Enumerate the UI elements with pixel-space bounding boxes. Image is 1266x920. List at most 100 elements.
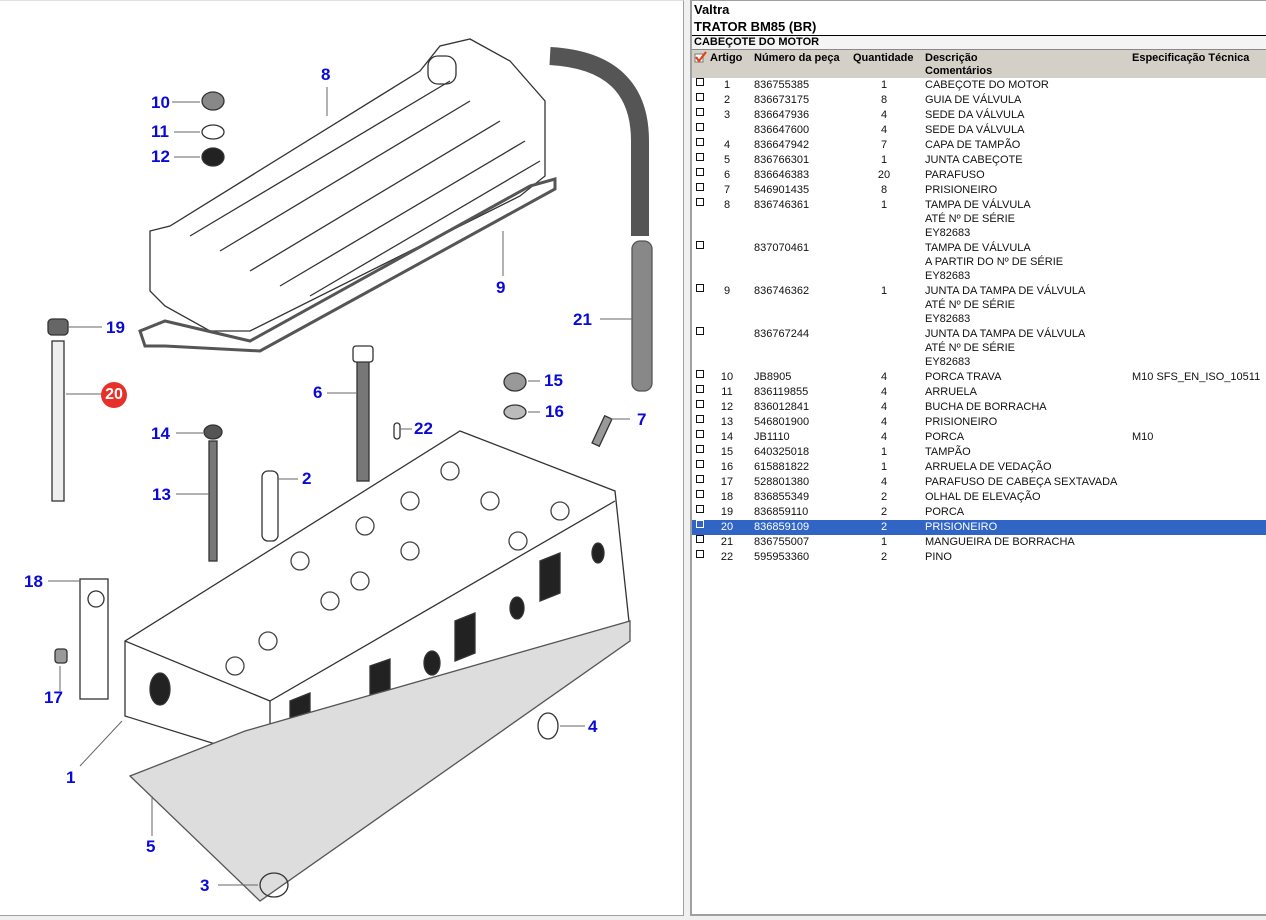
table-header: Artigo Número da peça Quantidade Descriç… [692,50,1266,78]
check-icon[interactable] [694,51,708,67]
callout-8[interactable]: 8 [321,65,331,84]
desc-line: EY82683 [925,227,971,239]
col-comentarios[interactable]: Comentários [925,65,993,77]
desc-line: TAMPA DE VÁLVULA [925,199,1031,211]
callout-3[interactable]: 3 [200,876,210,895]
callout-14[interactable]: 14 [151,424,170,443]
row-checkbox[interactable] [696,198,704,206]
desc-line: PRISIONEIRO [925,416,998,428]
desc-line: PRISIONEIRO [925,184,998,196]
row-checkbox[interactable] [696,123,704,131]
parts-list-panel: Valtra TRATOR BM85 (BR) CABEÇOTE DO MOTO… [690,0,1266,916]
row-checkbox[interactable] [696,490,704,498]
row-checkbox[interactable] [696,138,704,146]
row-checkbox[interactable] [696,168,704,176]
row-checkbox[interactable] [696,108,704,116]
callout-2[interactable]: 2 [302,469,312,488]
row-checkbox[interactable] [696,400,704,408]
cell-quantidade: 2 [880,521,888,533]
callout-22[interactable]: 22 [414,419,433,438]
callout-12[interactable]: 12 [151,147,170,166]
callout-21[interactable]: 21 [573,310,592,329]
row-checkbox[interactable] [696,385,704,393]
cell-artigo: 3 [723,109,731,121]
callout-19[interactable]: 19 [106,318,125,337]
callout-9[interactable]: 9 [496,278,506,297]
callout-18[interactable]: 18 [24,572,43,591]
callout-17[interactable]: 17 [44,688,63,707]
callout-20-selected[interactable]: 20 [101,382,127,408]
cell-numero: 546801900 [754,416,810,428]
row-checkbox[interactable] [696,460,704,468]
row-checkbox[interactable] [696,327,704,335]
callout-11[interactable]: 11 [151,122,169,141]
row-checkbox[interactable] [696,78,704,86]
row-checkbox[interactable] [696,415,704,423]
row-checkbox[interactable] [696,284,704,292]
callout-4[interactable]: 4 [588,717,598,736]
col-numero[interactable]: Número da peça [754,52,840,64]
row-checkbox[interactable] [696,535,704,543]
callout-15[interactable]: 15 [544,371,563,390]
row-checkbox[interactable] [696,183,704,191]
row-checkbox[interactable] [696,153,704,161]
row-checkbox[interactable] [696,550,704,558]
row-checkbox[interactable] [696,520,704,528]
col-descricao[interactable]: Descrição [925,52,978,64]
cell-descricao: SEDE DA VÁLVULA [925,123,1024,137]
desc-line: A PARTIR DO Nº DE SÉRIE [925,256,1064,268]
cell-numero: JB1110 [754,431,790,443]
callout-13[interactable]: 13 [152,485,171,504]
cell-artigo: 18 [720,491,734,503]
cell-quantidade: 4 [880,401,888,413]
callout-7[interactable]: 7 [637,410,647,429]
row-checkbox[interactable] [696,370,704,378]
col-especificacao[interactable]: Especificação Técnica [1132,52,1250,64]
callout-1[interactable]: 1 [66,768,76,787]
row-checkbox[interactable] [696,93,704,101]
row-checkbox[interactable] [696,445,704,453]
row-checkbox[interactable] [696,430,704,438]
row-checkbox[interactable] [696,505,704,513]
cell-descricao: JUNTA CABEÇOTE [925,153,1023,167]
callout-6[interactable]: 6 [313,383,323,402]
desc-line: ATÉ Nº DE SÉRIE [925,342,1015,354]
cell-numero: 836755007 [754,536,810,548]
cell-descricao: PARAFUSO [925,168,985,182]
desc-line: EY82683 [925,270,971,282]
col-artigo[interactable]: Artigo [710,52,743,64]
desc-line: ATÉ Nº DE SÉRIE [925,299,1015,311]
cell-quantidade: 8 [880,184,888,196]
callout-10[interactable]: 10 [151,93,170,112]
callout-5[interactable]: 5 [146,837,156,856]
row-checkbox[interactable] [696,241,704,249]
col-quantidade[interactable]: Quantidade [853,52,914,64]
row-checkbox[interactable] [696,475,704,483]
callout-16[interactable]: 16 [545,402,564,421]
